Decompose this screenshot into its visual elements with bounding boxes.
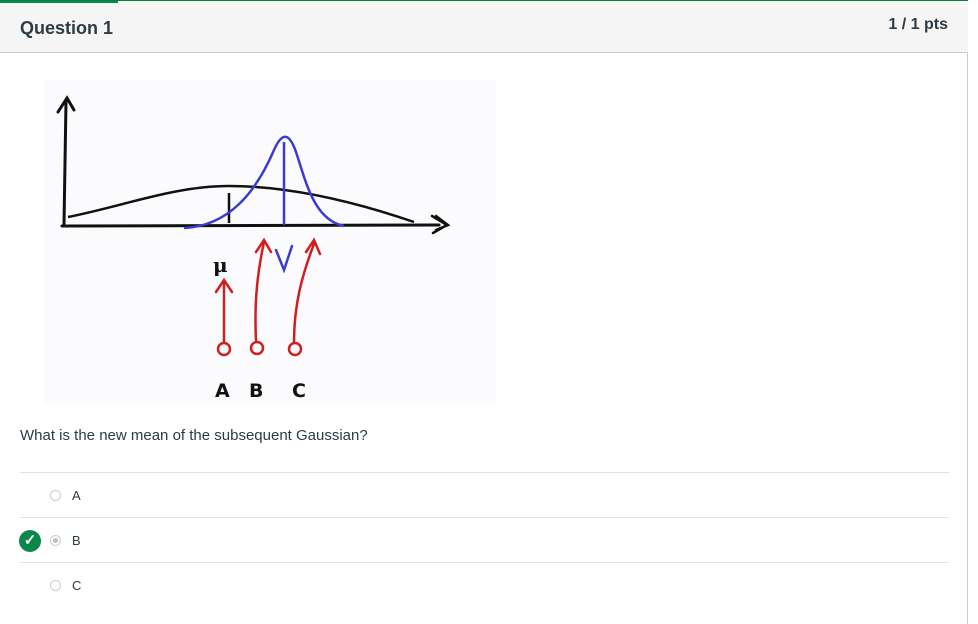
label-b: B xyxy=(249,380,263,402)
arrow-b xyxy=(254,237,273,342)
answer-row-b[interactable]: ✓ B xyxy=(19,517,949,562)
prior-gaussian-curve xyxy=(67,184,415,224)
answer-label-c: C xyxy=(72,578,82,593)
diagram-background xyxy=(44,80,496,405)
x-axis-arrowhead xyxy=(430,214,451,235)
check-icon: ✓ xyxy=(19,530,41,552)
question-text: What is the new mean of the subsequent G… xyxy=(20,427,368,444)
answer-row-a[interactable]: A xyxy=(20,472,949,517)
answer-label-b: B xyxy=(72,533,81,548)
point-a xyxy=(216,341,232,357)
point-c xyxy=(287,341,303,357)
y-axis xyxy=(62,100,68,226)
header-accent xyxy=(0,1,118,3)
answer-radio-a[interactable] xyxy=(50,490,61,501)
posterior-gaussian-curve xyxy=(183,135,345,230)
mu-label: μ xyxy=(213,253,228,277)
x-axis xyxy=(60,223,441,228)
arrow-c xyxy=(292,237,322,344)
answer-radio-b[interactable] xyxy=(50,535,61,546)
answer-radio-c[interactable] xyxy=(50,580,61,591)
question-points: 1 / 1 pts xyxy=(888,16,948,33)
gaussian-diagram: μ A B C xyxy=(44,80,496,405)
arrow-a xyxy=(214,277,234,344)
answer-row-c[interactable]: C xyxy=(20,562,949,607)
question-title: Question 1 xyxy=(20,18,114,38)
answer-label-a: A xyxy=(72,488,81,503)
question-header: Question 1 1 / 1 pts xyxy=(0,0,968,53)
blue-v-marker xyxy=(274,244,294,274)
y-axis-arrowhead xyxy=(56,95,76,114)
point-b xyxy=(249,340,265,356)
label-c: C xyxy=(292,380,306,402)
label-a: A xyxy=(215,380,230,402)
